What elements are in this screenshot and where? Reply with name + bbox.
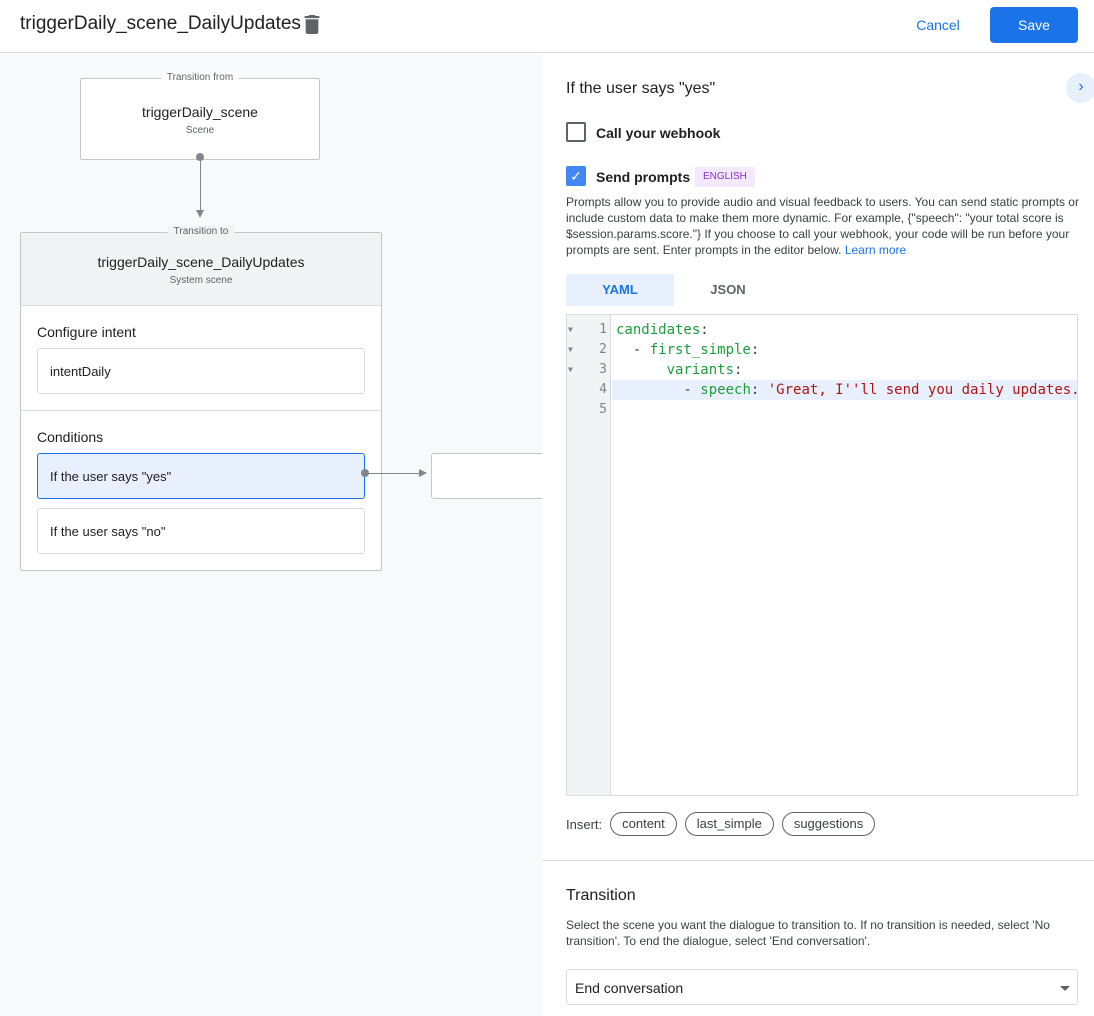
language-badge: ENGLISH [695,167,755,187]
transition-description: Select the scene you want the dialogue t… [566,918,1050,948]
cancel-button[interactable]: Cancel [902,8,974,42]
code-line: candidates: [616,322,709,338]
to-scene-type: System scene [169,275,233,286]
intent-item[interactable]: intentDaily [37,348,365,394]
from-scene-type: Scene [185,125,215,136]
fold-icon[interactable]: ▼ [568,325,573,334]
fold-icon[interactable]: ▼ [568,365,573,374]
webhook-label: Call your webhook [596,125,721,141]
insert-label: Insert: [566,816,603,832]
line-number: 3 [599,362,607,377]
connector-dot [361,469,369,477]
transition-to-node: Transition to triggerDaily_scene_DailyUp… [20,226,382,571]
tab-yaml[interactable]: YAML [566,274,674,306]
from-scene-name: triggerDaily_scene [142,104,258,120]
arrow-down-icon [196,210,204,218]
transition-title: Transition [566,887,636,904]
to-scene-header[interactable]: Transition to triggerDaily_scene_DailyUp… [21,226,381,306]
condition-no[interactable]: If the user says "no" [37,508,365,554]
dropdown-caret-icon [1060,986,1070,991]
code-editor[interactable]: ▼ 1 ▼ 2 ▼ 3 4 5 candidates: - first_simple:… [566,314,1078,796]
transition-from-node[interactable]: Transition from triggerDaily_scene Scene [80,72,320,160]
tab-json[interactable]: JSON [710,282,746,297]
chevron-right-icon[interactable]: › [1066,73,1094,103]
connector-dot [196,153,204,161]
configure-intent-label: Configure intent [37,324,136,340]
connector-line [366,473,420,474]
fold-icon[interactable]: ▼ [568,345,573,354]
code-line: - first_simple: [616,342,760,358]
panel-title: If the user says "yes" [566,80,716,97]
divider [21,410,381,411]
top-bar: triggerDaily_scene_DailyUpdates Cancel S… [0,0,1094,53]
check-icon: ✓ [570,168,582,184]
trash-icon[interactable] [304,15,320,34]
line-number: 1 [599,322,607,337]
webhook-checkbox[interactable] [566,122,586,142]
transition-target-node[interactable] [431,453,542,499]
connector-line [200,158,201,212]
description-text: Prompts allow you to provide audio and v… [566,195,1079,257]
page-title: triggerDaily_scene_DailyUpdates [20,13,301,34]
scene-canvas: Transition from triggerDaily_scene Scene… [0,54,542,1016]
transition-from-tag: Transition from [160,72,240,83]
line-number: 2 [599,342,607,357]
code-line-active: - speech: 'Great, I''ll send you daily u… [612,380,1077,400]
transition-select[interactable]: End conversation [566,969,1078,1005]
format-tabs: YAML JSON [566,274,782,306]
transition-selected-value: End conversation [575,980,684,996]
insert-suggestions-chip[interactable]: suggestions [781,812,876,836]
insert-last-simple-chip[interactable]: last_simple [684,812,774,836]
save-button[interactable]: Save [990,7,1078,43]
code-line: variants: [666,362,743,378]
conditions-label: Conditions [37,429,104,445]
send-prompts-label: Send prompts [596,169,691,185]
transition-to-tag: Transition to [167,226,235,237]
line-number: 5 [599,402,607,417]
divider [542,860,1094,861]
send-prompts-checkbox[interactable]: ✓ [566,166,586,186]
arrow-right-icon [419,469,427,477]
line-number: 4 [599,382,607,397]
prompts-description: Prompts allow you to provide audio and v… [566,194,1082,258]
to-scene-name: triggerDaily_scene_DailyUpdates [97,254,305,270]
editor-gutter: ▼ 1 ▼ 2 ▼ 3 4 5 [567,315,611,795]
learn-more-link[interactable]: Learn more [844,243,907,257]
insert-content-chip[interactable]: content [610,812,677,836]
insert-bar: Insert: content last_simple suggestions [566,812,876,836]
condition-yes[interactable]: If the user says "yes" [37,453,365,499]
